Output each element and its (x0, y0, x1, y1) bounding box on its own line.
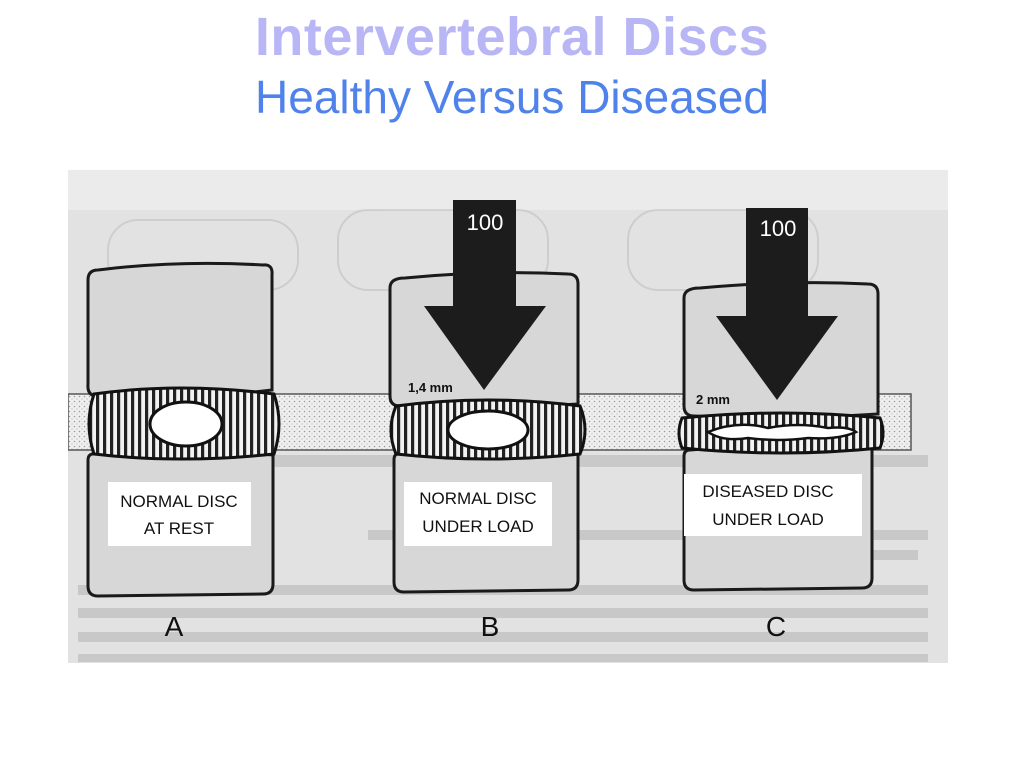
load-value-c: 100 (760, 216, 797, 241)
nucleus-b (446, 409, 530, 451)
panel-label-a-line2: AT REST (144, 519, 214, 538)
slide-header: Intervertebral Discs Healthy Versus Dise… (0, 10, 1024, 123)
vertebra-upper-a (86, 261, 274, 399)
height-note-c: 2 mm (696, 392, 730, 407)
panel-label-a-line1: NORMAL DISC (120, 492, 237, 511)
label-box-c (684, 474, 862, 536)
load-value-b: 100 (467, 210, 504, 235)
panel-c: 100 2 mm DISEASED DISC UNDER LOAD C (677, 208, 885, 642)
panel-label-c-line1: DISEASED DISC (702, 482, 833, 501)
panel-letter-b: B (481, 611, 500, 642)
load-arrow-b (424, 200, 546, 390)
label-box-a (108, 482, 251, 546)
disc-figure: NORMAL DISC AT REST A 100 1,4 mm NORMAL … (68, 170, 948, 663)
nucleus-c (705, 423, 859, 442)
label-box-b (404, 482, 552, 546)
panel-b: 100 1,4 mm NORMAL DISC UNDER LOAD B (388, 200, 587, 642)
panel-letter-c: C (766, 611, 786, 642)
page-title: Intervertebral Discs (254, 7, 770, 67)
panel-label-c-line2: UNDER LOAD (712, 510, 823, 529)
height-note-b: 1,4 mm (408, 380, 453, 395)
panel-label-b-line2: UNDER LOAD (422, 517, 533, 536)
panel-label-b-line1: NORMAL DISC (419, 489, 536, 508)
page-subtitle: Healthy Versus Diseased (255, 71, 769, 123)
load-arrow-c (716, 208, 838, 400)
nucleus-a (148, 400, 224, 448)
panel-a: NORMAL DISC AT REST A (86, 261, 281, 642)
panel-letter-a: A (165, 611, 184, 642)
